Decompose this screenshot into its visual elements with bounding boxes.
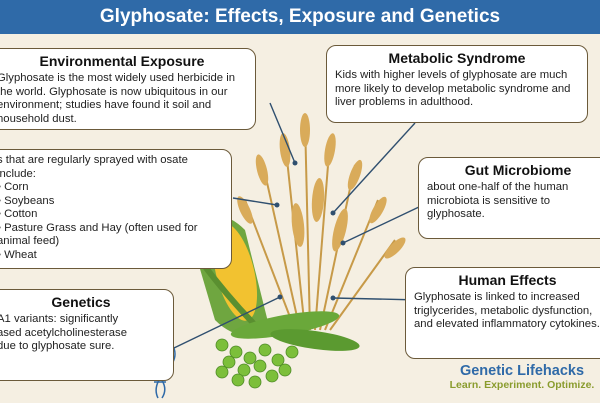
- pea-pod-icon: [230, 311, 360, 351]
- gut-microbiome-box: Gut Microbiome about one-half of the hum…: [418, 157, 600, 239]
- environmental-exposure-box: Environmental Exposure Glyphosate is the…: [0, 48, 256, 130]
- environmental-exposure-text: Glyphosate is the most widely used herbi…: [0, 72, 235, 125]
- page-title: Glyphosate: Effects, Exposure and Geneti…: [99, 6, 501, 27]
- metabolic-syndrome-title: Metabolic Syndrome: [388, 50, 526, 66]
- brand-logo: Genetic Lifehacks Learn. Experiment. Opt…: [444, 363, 600, 403]
- genetics-title: Genetics: [51, 294, 111, 310]
- list-item: Soybeans: [0, 195, 223, 209]
- list-item: Wheat: [0, 249, 223, 263]
- sprayed-crops-box: s that are regularly sprayed with osate …: [0, 149, 232, 269]
- environmental-exposure-title: Environmental Exposure: [39, 53, 205, 69]
- genetics-text: A1 variants: significantly ased acetylch…: [0, 313, 127, 352]
- genetics-box: Genetics A1 variants: significantly ased…: [0, 289, 174, 381]
- brand-tagline: Learn. Experiment. Optimize.: [449, 379, 595, 391]
- metabolic-syndrome-text: Kids with higher levels of glyphosate ar…: [335, 69, 571, 108]
- connector-dots: [274, 160, 346, 301]
- list-item: Corn: [0, 181, 223, 195]
- sprayed-crops-intro: s that are regularly sprayed with osate …: [0, 154, 188, 180]
- gut-microbiome-title: Gut Microbiome: [464, 162, 572, 178]
- list-item: Pasture Grass and Hay (often used for an…: [0, 222, 223, 249]
- brand-name: Genetic Lifehacks: [459, 363, 585, 379]
- sprayed-crops-list: Corn Soybeans Cotton Pasture Grass and H…: [0, 181, 223, 262]
- human-effects-text: Glyphosate is linked to increased trigly…: [414, 291, 600, 330]
- list-item: Cotton: [0, 208, 223, 222]
- metabolic-syndrome-box: Metabolic Syndrome Kids with higher leve…: [326, 45, 588, 123]
- peas-icon: [215, 338, 299, 389]
- connector-lines: [173, 102, 441, 349]
- human-effects-box: Human Effects Glyphosate is linked to in…: [405, 267, 600, 359]
- wheat-ears-icon: [237, 113, 406, 259]
- title-banner: Glyphosate: Effects, Exposure and Geneti…: [0, 0, 600, 34]
- human-effects-title: Human Effects: [458, 272, 557, 288]
- gut-microbiome-text: about one-half of the human microbiota i…: [427, 181, 569, 220]
